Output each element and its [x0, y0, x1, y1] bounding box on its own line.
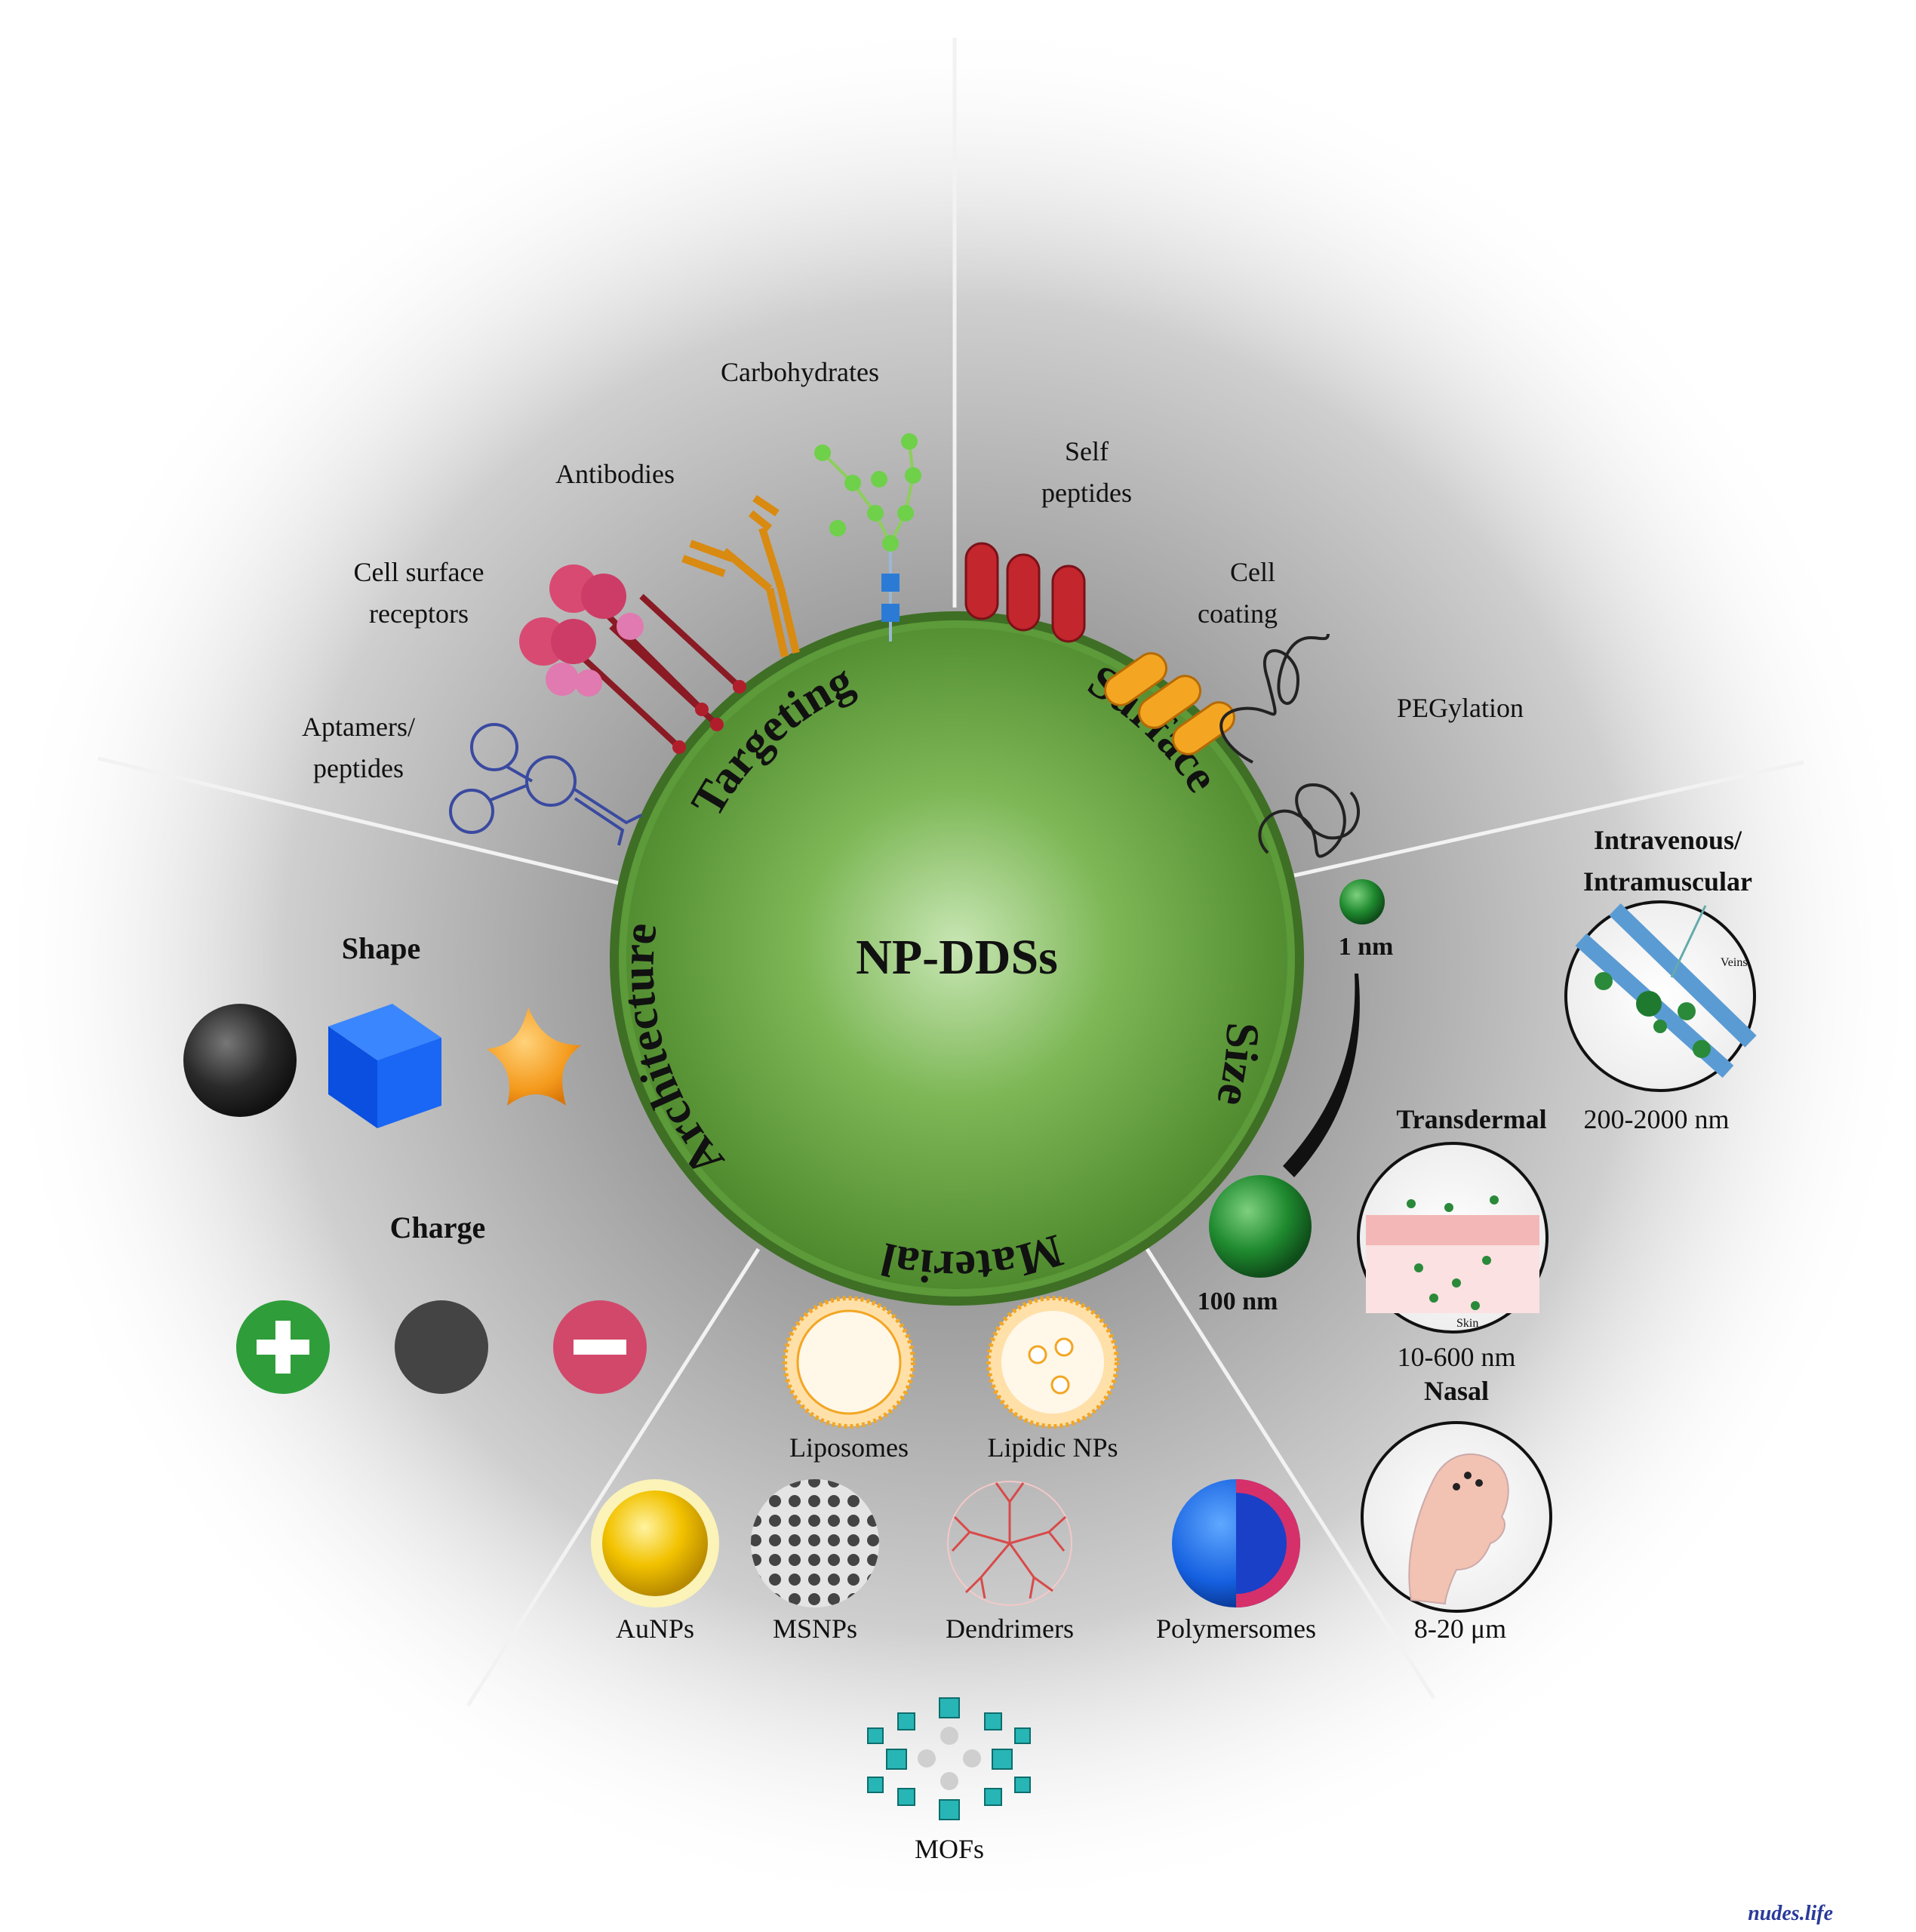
- label-cell-surface: Cell surface: [354, 557, 484, 587]
- route-iv-line1: Intravenous/: [1594, 825, 1742, 855]
- size-sector: 1 nm 100 nm Intravenous/ Intramuscular V…: [1198, 825, 1757, 1644]
- label-dendrimers: Dendrimers: [946, 1614, 1074, 1644]
- svg-text:Skin: Skin: [1456, 1317, 1478, 1330]
- liposome-icon: [783, 1296, 915, 1429]
- mof-icon: [867, 1697, 1031, 1820]
- label-mofs: MOFs: [915, 1834, 984, 1864]
- negative-charge-icon: [553, 1300, 647, 1394]
- label-pegylation: PEGylation: [1397, 693, 1524, 723]
- center-title: NP-DDSs: [856, 930, 1058, 985]
- sector-dividers: [97, 38, 1804, 1707]
- aunp-icon: [591, 1479, 719, 1607]
- surface-sector: Self peptides Cell coating PEGylation: [964, 436, 1524, 858]
- large-particle: [1209, 1175, 1312, 1278]
- msnp-icon: [751, 1479, 879, 1607]
- skin-inset: Skin: [1357, 1142, 1548, 1334]
- nasal-inset: [1361, 1421, 1552, 1613]
- label-cell: Cell: [1230, 557, 1275, 587]
- label-coating: coating: [1198, 598, 1278, 629]
- label-aunps: AuNPs: [616, 1614, 694, 1644]
- label-liposomes: Liposomes: [789, 1432, 909, 1463]
- core-sphere: [626, 628, 1287, 1289]
- route-iv-range: 200-2000 nm: [1584, 1104, 1730, 1134]
- material-sector: Liposomes Lipidic NPs AuNPs MSNPs Dendri…: [591, 1296, 1316, 1864]
- label-aptamers: Aptamers/: [302, 712, 415, 742]
- label-self: Self: [1065, 436, 1109, 466]
- label-charge: Charge: [390, 1211, 486, 1244]
- ring-label-size: Size: [1207, 1022, 1269, 1112]
- cell-coating-icon: [1104, 652, 1235, 755]
- label-shape: Shape: [342, 931, 421, 965]
- vein-inset: Veins: [1564, 900, 1757, 1092]
- label-self-peptides: peptides: [1041, 478, 1132, 508]
- svg-text:Veins: Veins: [1721, 956, 1748, 969]
- star-shape-icon: [487, 1008, 581, 1106]
- label-aptamer-peptides: peptides: [313, 753, 404, 783]
- self-peptide-icon: [964, 542, 1086, 643]
- label-100nm: 100 nm: [1198, 1287, 1278, 1315]
- polymersome-icon: [1172, 1479, 1300, 1607]
- positive-charge-icon: [236, 1300, 330, 1394]
- label-lipidic-nps: Lipidic NPs: [987, 1432, 1118, 1463]
- neutral-charge-icon: [395, 1300, 488, 1394]
- lipidic-np-icon: [986, 1296, 1119, 1429]
- label-carbohydrates: Carbohydrates: [721, 357, 879, 387]
- route-transdermal-range: 10-600 nm: [1398, 1342, 1516, 1372]
- size-gradient-wedge: [1283, 974, 1360, 1177]
- cell-receptor-icon: [519, 565, 746, 754]
- label-msnps: MSNPs: [773, 1614, 857, 1644]
- cube-shape-icon: [328, 1004, 441, 1128]
- label-polymersomes: Polymersomes: [1156, 1614, 1316, 1644]
- footer-credit: nudes.life: [1748, 1902, 1833, 1925]
- label-receptors: receptors: [369, 598, 469, 629]
- architecture-sector: Shape Charge: [183, 931, 647, 1394]
- route-nasal-range: 8-20 μm: [1414, 1614, 1506, 1644]
- label-antibodies: Antibodies: [555, 459, 675, 489]
- aptamer-icon: [449, 723, 642, 846]
- route-transdermal: Transdermal: [1396, 1104, 1546, 1134]
- dendrimer-icon: [947, 1481, 1072, 1606]
- small-particle: [1339, 879, 1385, 924]
- antibody-icon: [681, 494, 800, 658]
- sphere-shape-icon: [183, 1004, 297, 1117]
- peg-chain-icon: [1219, 633, 1360, 858]
- route-iv-line2: Intramuscular: [1583, 866, 1752, 897]
- carbohydrate-icon: [814, 433, 921, 641]
- targeting-sector: Carbohydrates Antibodies: [302, 357, 921, 846]
- route-nasal: Nasal: [1424, 1376, 1489, 1406]
- label-1nm: 1 nm: [1339, 933, 1394, 961]
